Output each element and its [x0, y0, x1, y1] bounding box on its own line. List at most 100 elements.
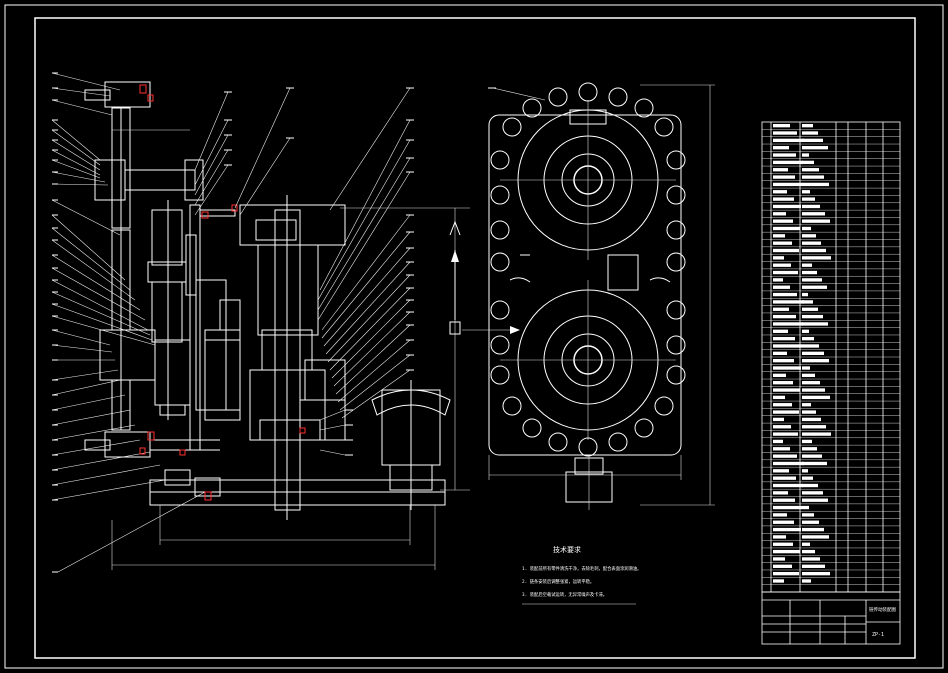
bom-text-stroke	[802, 263, 812, 267]
left-balloon-ticks	[52, 72, 58, 573]
bom-text-stroke	[773, 146, 789, 150]
bom-text-stroke	[773, 395, 785, 400]
bom-text-stroke	[773, 300, 804, 304]
bom-text-stroke	[802, 549, 815, 554]
top-leader-lines	[194, 87, 411, 456]
bom-text-stroke	[773, 388, 800, 392]
bom-text-stroke	[802, 204, 820, 209]
bom-text-stroke	[802, 212, 825, 216]
bom-text-stroke	[773, 461, 804, 466]
bom-text-stroke	[802, 270, 817, 275]
technical-notes: 技术要求 1. 装配前所有零件清洗干净，去除毛刺，配合表面涂润滑油。 2. 链条…	[522, 545, 641, 605]
bom-text-stroke	[773, 432, 798, 436]
bom-text-stroke	[773, 204, 801, 209]
bom-text-stroke	[802, 168, 819, 172]
bom-text-stroke	[802, 256, 831, 260]
bom-text-stroke	[773, 336, 795, 341]
bom-text-stroke	[773, 491, 788, 495]
bom-text-stroke	[802, 571, 830, 576]
bom-text-stroke	[802, 344, 819, 348]
bom-text-stroke	[773, 241, 792, 245]
bom-text-stroke	[773, 373, 786, 378]
bom-text-stroke	[802, 336, 814, 341]
bom-text-stroke	[773, 513, 787, 517]
bom-text-stroke	[773, 579, 784, 583]
bom-text-stroke	[773, 219, 793, 223]
bom-text-stroke	[773, 498, 795, 502]
bom-text-stroke	[802, 513, 814, 517]
chain-rollers	[490, 82, 686, 457]
bom-text-stroke	[802, 483, 818, 488]
bom-text-stroke	[773, 410, 799, 414]
inner-border	[34, 17, 916, 659]
bom-text-stroke	[802, 505, 809, 510]
left-leader-lines	[51, 72, 206, 573]
outer-border	[4, 4, 944, 669]
bom-text-stroke	[802, 182, 829, 187]
motor-housing	[151, 209, 183, 266]
notes-line-2: 2. 链条安装后调整张紧，运转平稳。	[522, 578, 594, 585]
bom-text-stroke	[802, 425, 826, 429]
bom-text-stroke	[773, 476, 796, 480]
bom-text-stroke	[802, 535, 829, 539]
bom-text-stroke	[773, 403, 792, 407]
bom-text-stroke	[773, 381, 793, 385]
bom-text-stroke	[802, 447, 817, 451]
bom-text-stroke	[773, 322, 803, 326]
bom-text-stroke	[802, 300, 813, 304]
bom-text-stroke	[802, 520, 819, 524]
bom-text-stroke	[802, 322, 828, 326]
bom-text-stroke	[773, 307, 789, 311]
bom-text-stroke	[773, 168, 788, 172]
bom-text-stroke	[773, 285, 790, 289]
bom-text-stroke	[773, 329, 788, 333]
bom-text-stroke	[802, 241, 821, 245]
bom-text-stroke	[773, 190, 787, 194]
bom-text-stroke	[802, 564, 825, 568]
middle-gear	[204, 329, 241, 421]
bom-text-stroke	[773, 344, 802, 348]
bom-text-stroke	[802, 234, 816, 238]
title-block: 链传动装配图 ZP-1	[761, 591, 901, 645]
bom-text-stroke	[802, 498, 828, 502]
bom-text-stroke	[773, 549, 800, 554]
bom-text-stroke	[773, 153, 796, 157]
top-balloon-ticks	[224, 87, 414, 456]
bom-text-stroke	[802, 388, 825, 392]
bom-text-stroke	[773, 527, 801, 532]
notes-line-1: 1. 装配前所有零件清洗干净，去除毛刺，配合表面涂润滑油。	[522, 565, 641, 572]
bom-text-stroke	[802, 557, 820, 561]
bom-text-stroke	[802, 190, 810, 194]
bom-text-stroke	[802, 146, 828, 150]
bom-text-stroke	[802, 124, 813, 128]
bom-text-stroke	[773, 542, 793, 546]
bom-text-stroke	[802, 285, 827, 289]
bom-text-stroke	[802, 469, 808, 473]
bom-text-stroke	[802, 314, 823, 319]
bom-text-stroke	[802, 226, 811, 231]
bom-text-stroke	[773, 256, 784, 260]
bom-text-stroke	[773, 454, 797, 458]
revision-markers	[139, 84, 306, 501]
bom-text-stroke	[802, 417, 821, 422]
bom-text-stroke	[773, 425, 791, 429]
bom-text-stroke	[773, 124, 790, 128]
bom-text-stroke	[773, 278, 783, 282]
bom-text-stroke	[802, 579, 811, 583]
drawing-name: 链传动装配图	[869, 606, 896, 613]
bom-text-stroke	[773, 197, 794, 201]
bom-text-stroke	[802, 248, 826, 253]
bom-text-stroke	[773, 175, 795, 179]
bom-text-stroke	[773, 469, 789, 473]
bom-text-stroke	[802, 432, 831, 436]
bom-text-stroke	[802, 373, 815, 378]
bom-text-stroke	[773, 314, 796, 319]
bom-text-stroke	[802, 160, 814, 165]
drawing-number: ZP-1	[872, 632, 884, 638]
section-view	[51, 72, 470, 573]
bom-text-stroke	[773, 160, 803, 165]
bom-text-stroke	[773, 447, 790, 451]
bom-text-stroke	[802, 403, 811, 407]
bom-text-stroke	[773, 270, 798, 275]
